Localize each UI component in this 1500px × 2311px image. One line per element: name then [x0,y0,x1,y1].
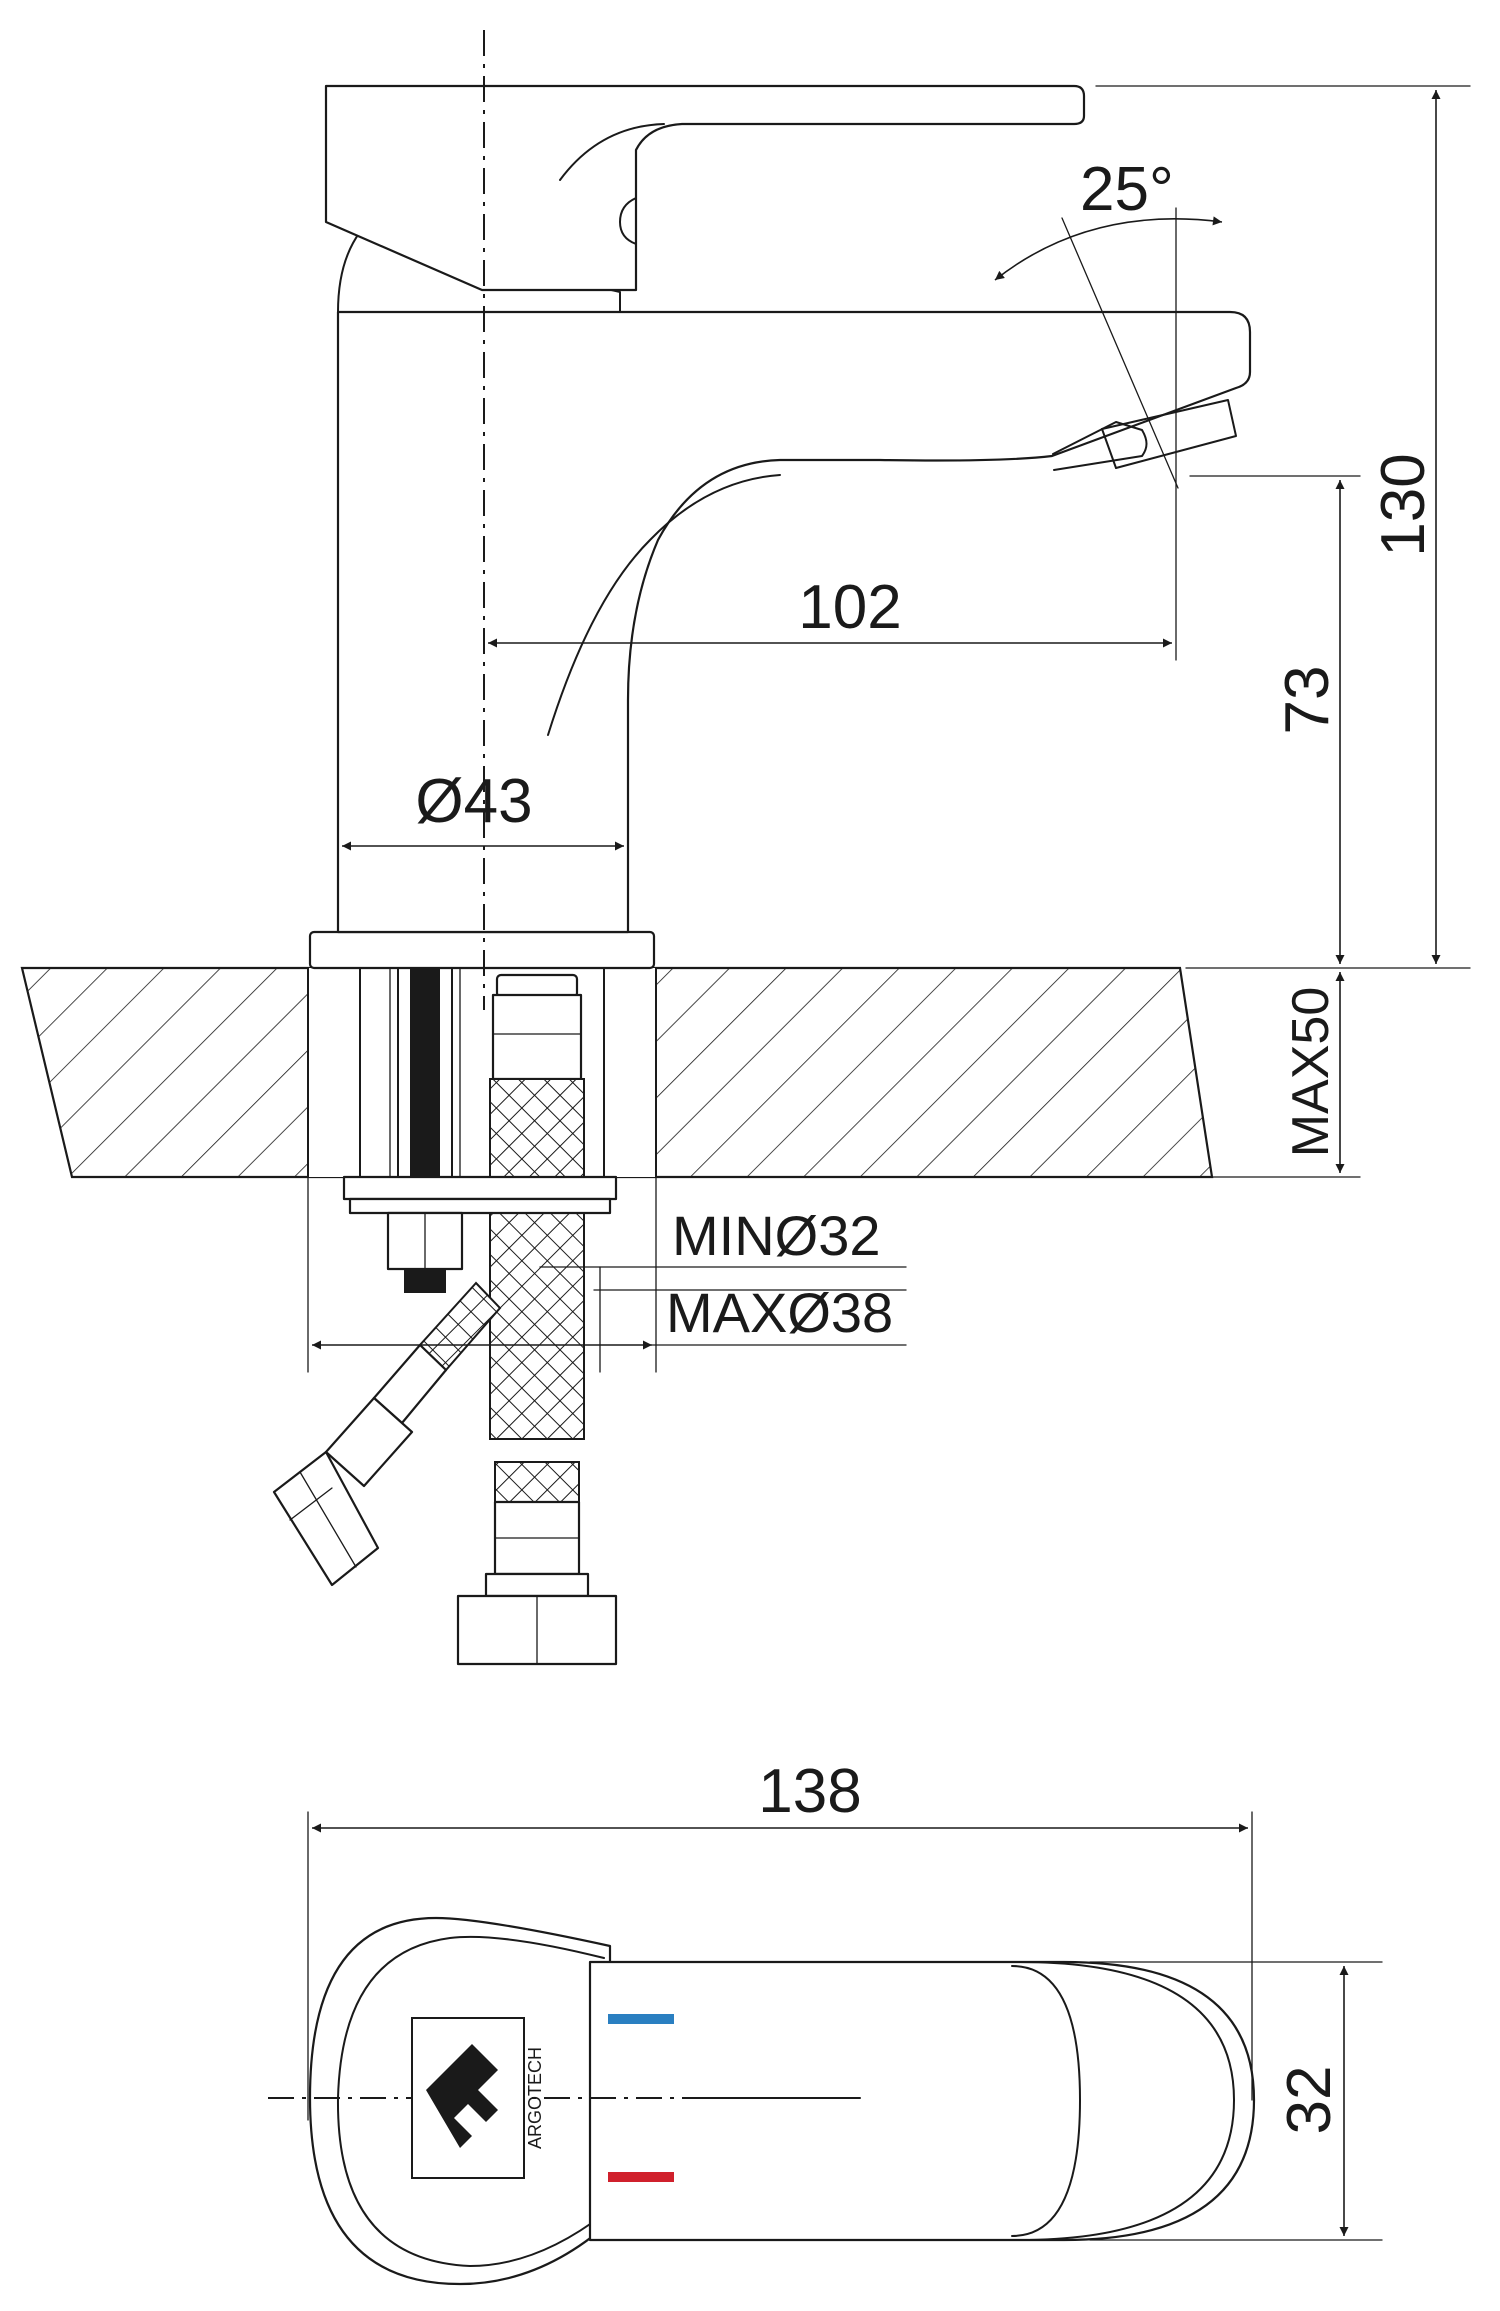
dim-handle-width: 32 [1089,1961,1383,2241]
dim-total-height-label: 130 [1369,453,1438,556]
dim-total-length: 138 [307,1757,1253,2121]
inlet-hose-lower [456,1461,618,1666]
inlet-hose-straight [489,973,585,1440]
countertop-section [20,966,1214,1179]
hot-indicator [608,2172,674,2182]
dim-spout-height: 73 [1273,480,1345,964]
dim-base-diameter-label: Ø43 [415,767,532,836]
fixing-plate [342,1175,618,1293]
dim-base-diameter: Ø43 [342,767,624,851]
logo-brand-text: ARGOTECH [525,2047,545,2149]
dim-min-hole-label: MINØ32 [672,1204,881,1267]
cold-indicator [608,2014,674,2024]
argotech-logo-icon: ARGOTECH [411,2017,545,2179]
faucet-top-view: ARGOTECH 138 32 [268,1757,1383,2286]
dim-angle: 25° [994,155,1223,281]
faucet-body [336,231,1252,934]
mounting-stud [389,967,461,1199]
dim-reach-label: 102 [798,573,901,642]
dim-max-thickness-label: MAX50 [1282,987,1340,1158]
base-flange [308,930,656,970]
dim-handle-width-label: 32 [1275,2066,1344,2135]
dim-reach: 102 [488,573,1172,648]
extension-lines [307,85,1471,1373]
lever-handle [324,84,1086,292]
dim-angle-label: 25° [1080,155,1174,224]
dim-max-hole-label: MAXØ38 [666,1281,893,1344]
dim-spout-height-label: 73 [1273,666,1342,735]
dim-max-thickness: MAX50 [1282,972,1345,1173]
dim-total-length-label: 138 [758,1757,861,1826]
dim-hole: MINØ32 MAXØ38 [312,1204,907,1373]
faucet-side-view: 25° 102 Ø43 130 73 MAX50 [20,30,1471,1666]
dim-total-height: 130 [1369,90,1441,964]
